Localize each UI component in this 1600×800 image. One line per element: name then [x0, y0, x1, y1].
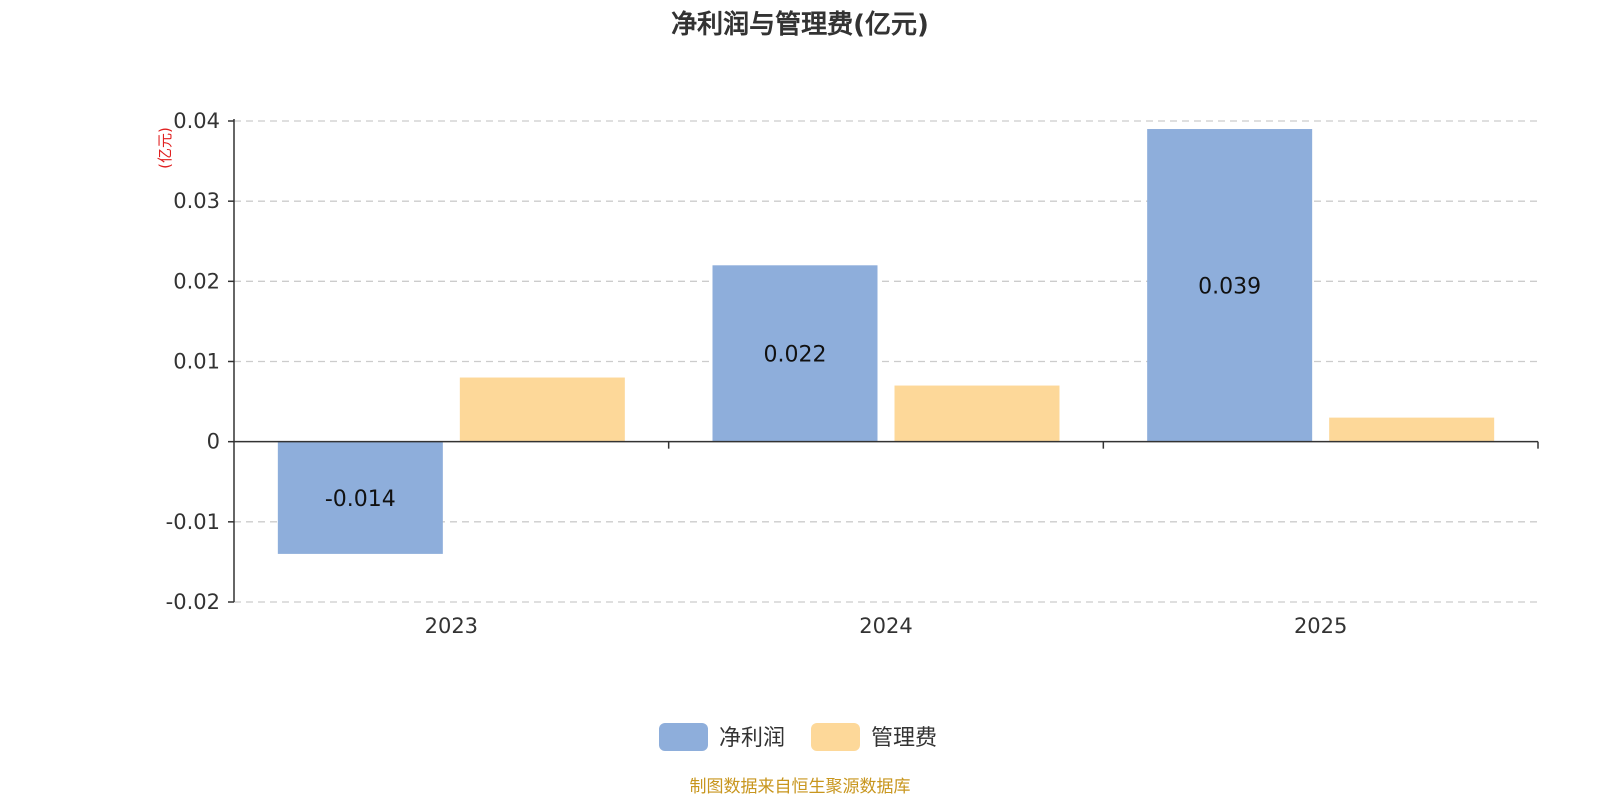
bar-net-profit — [277, 441, 443, 554]
bars — [277, 129, 1495, 554]
legend-label: 净利润 — [719, 726, 785, 751]
chart-title: 净利润与管理费(亿元) — [671, 9, 929, 40]
data-label: 0.022 — [764, 342, 827, 367]
legend-swatch — [811, 723, 860, 751]
x-tick-label: 2024 — [859, 614, 912, 638]
y-tick-label: 0.04 — [173, 109, 220, 133]
axes: -0.02 -0.01 0 0.01 0.02 0.03 0.04 2023 2024 2025 — [166, 109, 1539, 638]
legend-swatch — [659, 723, 708, 751]
bar-net-profit — [1147, 129, 1313, 442]
bar-admin-expense — [894, 385, 1060, 442]
x-tick-label: 2023 — [425, 614, 478, 638]
y-axis-label: (亿元) — [156, 127, 174, 169]
data-labels: -0.014 0.022 0.039 — [325, 274, 1261, 511]
bar-admin-expense — [459, 377, 625, 442]
data-label: -0.014 — [325, 487, 396, 512]
y-tick-label: 0.02 — [173, 269, 220, 293]
legend-label: 管理费 — [871, 726, 937, 751]
y-tick-label: 0 — [207, 430, 220, 454]
bar-admin-expense — [1329, 417, 1495, 442]
y-tick-label: 0.01 — [173, 350, 220, 374]
x-tick-label: 2025 — [1294, 614, 1347, 638]
data-label: 0.039 — [1198, 274, 1261, 299]
y-tick-label: -0.02 — [166, 590, 220, 614]
y-tick-label: -0.01 — [166, 510, 220, 534]
bar-net-profit — [712, 265, 878, 442]
source-note: 制图数据来自恒生聚源数据库 — [690, 777, 911, 797]
y-tick-label: 0.03 — [173, 189, 220, 213]
legend: 净利润 管理费 — [659, 723, 937, 751]
gridlines — [234, 120, 1538, 603]
